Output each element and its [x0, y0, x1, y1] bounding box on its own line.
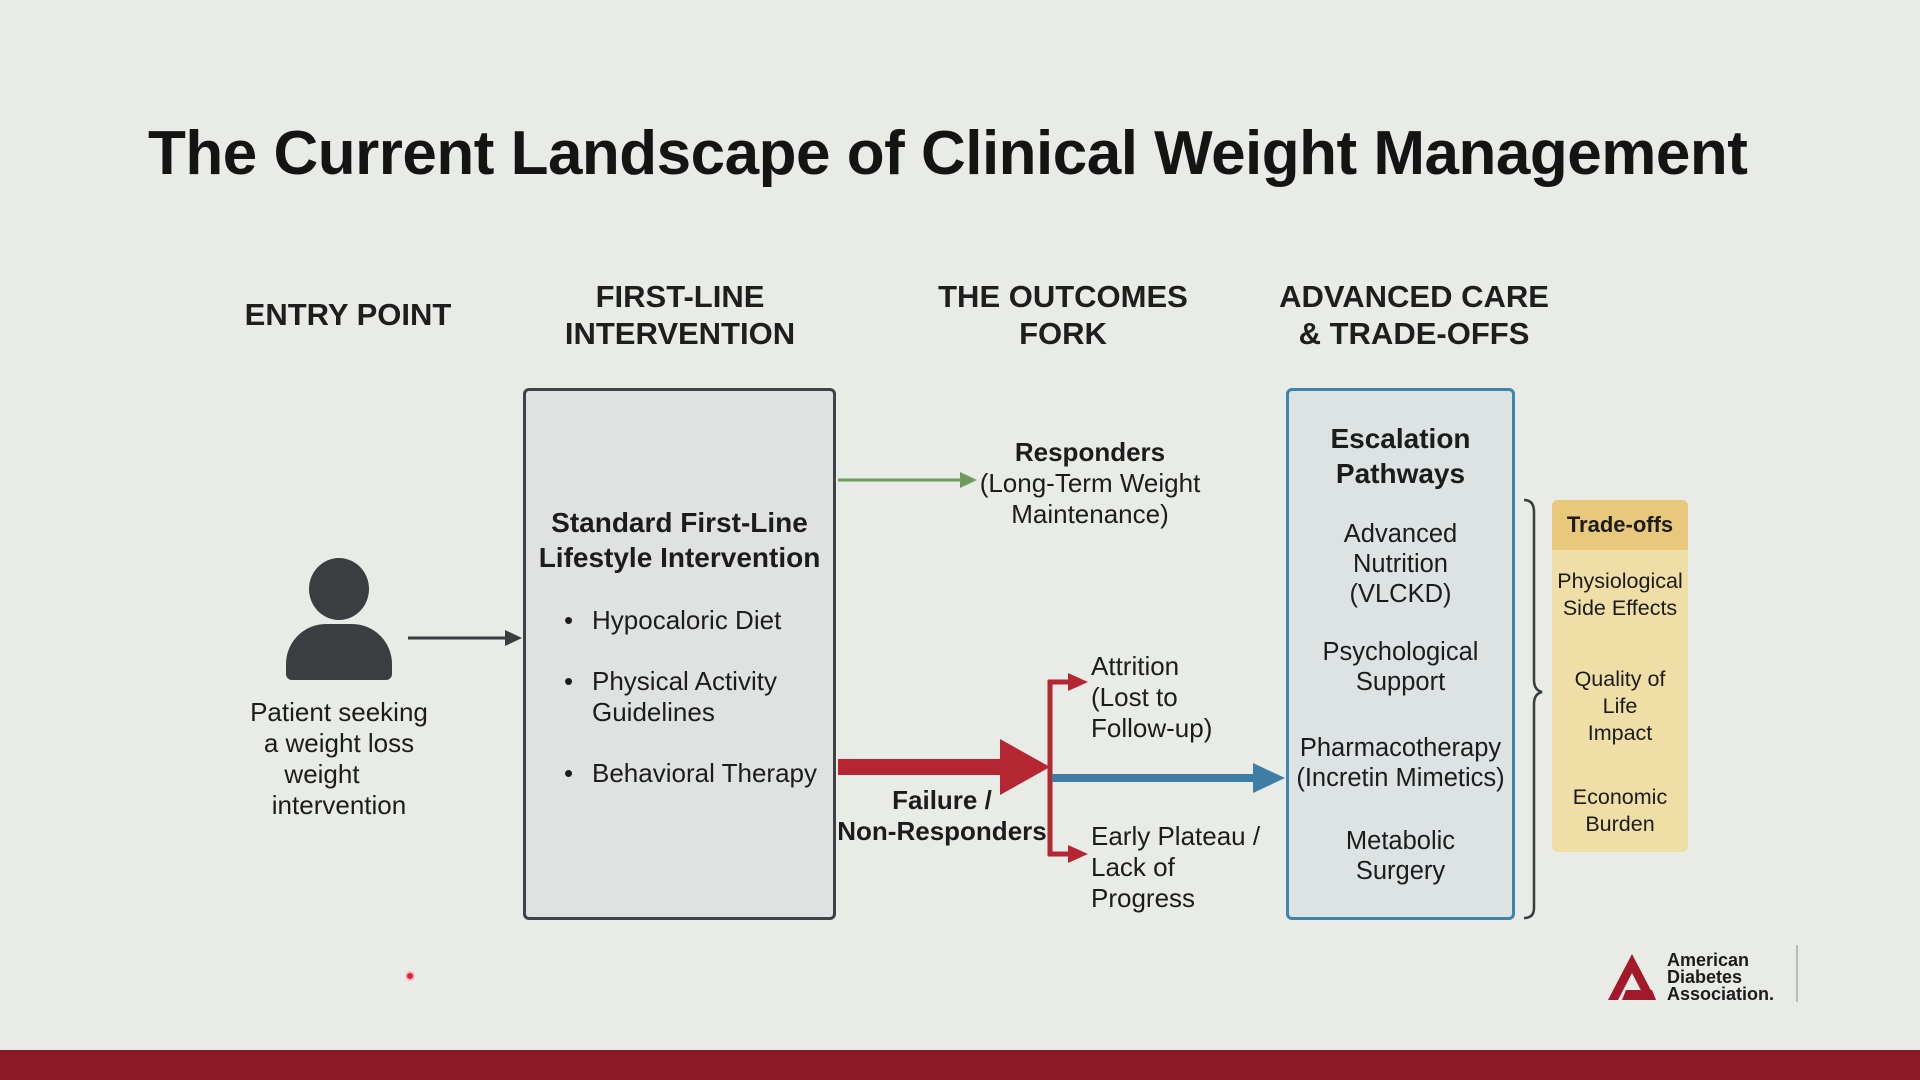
heading-first-line-l2: INTERVENTION: [564, 316, 796, 351]
arrow-entry-to-first-line: [408, 630, 522, 646]
bullet-text-cont: Guidelines: [592, 697, 715, 727]
pathway-advanced-nutrition: Advanced Nutrition (VLCKD): [1289, 519, 1512, 609]
heading-outcomes-l2: FORK: [1019, 316, 1107, 351]
escalation-pathways-box: Escalation Pathways Advanced Nutrition (…: [1286, 388, 1515, 920]
tradeoff-line: Impact: [1587, 721, 1653, 745]
slide-title: The Current Landscape of Clinical Weight…: [148, 119, 1748, 188]
logo-line-1: American: [1667, 950, 1750, 970]
first-line-title-l1: Standard First-Line: [551, 507, 808, 538]
tradeoff-physiological: Physiological Side Effects: [1552, 568, 1688, 622]
first-line-intervention-box: Standard First-Line Lifestyle Interventi…: [523, 388, 836, 920]
pathway-line: Advanced: [1343, 520, 1458, 548]
heading-entry-point-text: ENTRY POINT: [244, 297, 452, 332]
pathway-pharmacotherapy: Pharmacotherapy (Incretin Mimetics): [1289, 733, 1512, 793]
pathway-psychological-support: Psychological Support: [1289, 637, 1512, 697]
bullet-behavioral-therapy: • Behavioral Therapy: [564, 758, 817, 788]
bullet-hypocaloric-diet: • Hypocaloric Diet: [564, 605, 782, 635]
responders-l2: Maintenance): [1011, 499, 1169, 529]
patient-label-l2: a weight loss: [263, 728, 415, 758]
failure-label: Failure / Non-Responders: [830, 785, 1054, 847]
attrition-label: Attrition (Lost to Follow-up): [1091, 651, 1261, 744]
tradeoff-line: Burden: [1585, 812, 1655, 836]
plateau-l1: Early Plateau /: [1091, 821, 1261, 851]
tradeoff-economic: Economic Burden: [1552, 784, 1688, 838]
attrition-l2: (Lost to: [1091, 682, 1178, 712]
responders-label: Responders (Long-Term Weight Maintenance…: [975, 437, 1205, 530]
tradeoffs-panel: Trade-offs Physiological Side Effects Qu…: [1552, 500, 1688, 852]
escalation-title-l2: Pathways: [1335, 458, 1466, 489]
responders-l1: (Long-Term Weight: [979, 468, 1201, 498]
ada-logo-mark: [1608, 945, 1798, 1002]
pathway-line: Psychological: [1322, 638, 1479, 666]
bottom-brand-bar: [0, 1050, 1920, 1080]
pathway-line: Support: [1355, 668, 1446, 696]
bullet-physical-activity: • Physical Activity Guidelines: [564, 666, 777, 727]
fork-bracket: [1047, 673, 1088, 863]
patient-label-l4: intervention: [271, 790, 407, 820]
tradeoffs-bracket: [1523, 498, 1543, 920]
patient-label-l1: Patient seeking: [250, 697, 428, 727]
pathway-line: Pharmacotherapy: [1299, 734, 1502, 762]
tradeoff-line: Life: [1602, 694, 1638, 718]
escalation-title-l1: Escalation: [1330, 423, 1471, 454]
plateau-l3: Progress: [1091, 883, 1196, 913]
heading-outcomes-l1: THE OUTCOMES: [938, 279, 1188, 314]
responders-title: Responders: [1014, 437, 1166, 467]
heading-first-line: FIRST-LINE INTERVENTION: [530, 278, 830, 352]
patient-label: Patient seeking a weight loss weight int…: [238, 697, 440, 821]
bullet-text: Physical Activity: [592, 666, 777, 696]
ada-logo-text: American Diabetes Association.: [1667, 950, 1775, 1004]
heading-advanced-l2: & TRADE-OFFS: [1298, 316, 1530, 351]
attrition-l1: Attrition: [1091, 651, 1180, 681]
heading-outcomes-fork: THE OUTCOMES FORK: [913, 278, 1213, 352]
logo-line-2: Diabetes: [1667, 967, 1743, 987]
logo-line-3: Association.: [1667, 984, 1775, 1004]
pathway-metabolic-surgery: Metabolic Surgery: [1289, 826, 1512, 886]
heading-advanced-l1: ADVANCED CARE: [1279, 279, 1549, 314]
tradeoffs-header: Trade-offs: [1552, 500, 1688, 550]
plateau-label: Early Plateau / Lack of Progress: [1091, 821, 1281, 914]
first-line-box-title: Standard First-Line Lifestyle Interventi…: [526, 505, 833, 575]
bullet-text: Behavioral Therapy: [592, 758, 817, 788]
failure-l1: Failure /: [892, 785, 992, 815]
tradeoff-quality-of-life: Quality of Life Impact: [1552, 666, 1688, 747]
tradeoff-line: Quality of: [1574, 667, 1666, 691]
pathway-line: Metabolic: [1345, 827, 1456, 855]
attrition-l3: Follow-up): [1091, 713, 1213, 743]
pathway-line: Surgery: [1355, 857, 1446, 885]
pathway-line: (VLCKD): [1349, 580, 1452, 608]
pathway-line: (Incretin Mimetics): [1296, 764, 1505, 792]
plateau-l2: Lack of: [1091, 852, 1175, 882]
laser-pointer: [405, 971, 415, 981]
tradeoff-line: Physiological: [1557, 569, 1683, 593]
tradeoff-line: Economic: [1572, 785, 1668, 809]
tradeoff-line: Side Effects: [1562, 596, 1678, 620]
heading-advanced-care: ADVANCED CARE & TRADE-OFFS: [1264, 278, 1564, 352]
heading-entry-point: ENTRY POINT: [238, 296, 458, 333]
failure-l2: Non-Responders: [837, 816, 1047, 846]
pathway-line: Nutrition: [1353, 550, 1448, 578]
heading-first-line-l1: FIRST-LINE: [595, 279, 765, 314]
patient-label-l3: weight: [284, 759, 360, 789]
person-icon: [283, 558, 395, 682]
bullet-text: Hypocaloric Diet: [592, 605, 782, 635]
arrow-escalation: [1052, 763, 1285, 793]
escalation-title: Escalation Pathways: [1289, 421, 1512, 491]
arrow-responders: [838, 472, 977, 488]
arrow-failure: [838, 739, 1050, 795]
first-line-title-l2: Lifestyle Intervention: [538, 542, 821, 573]
